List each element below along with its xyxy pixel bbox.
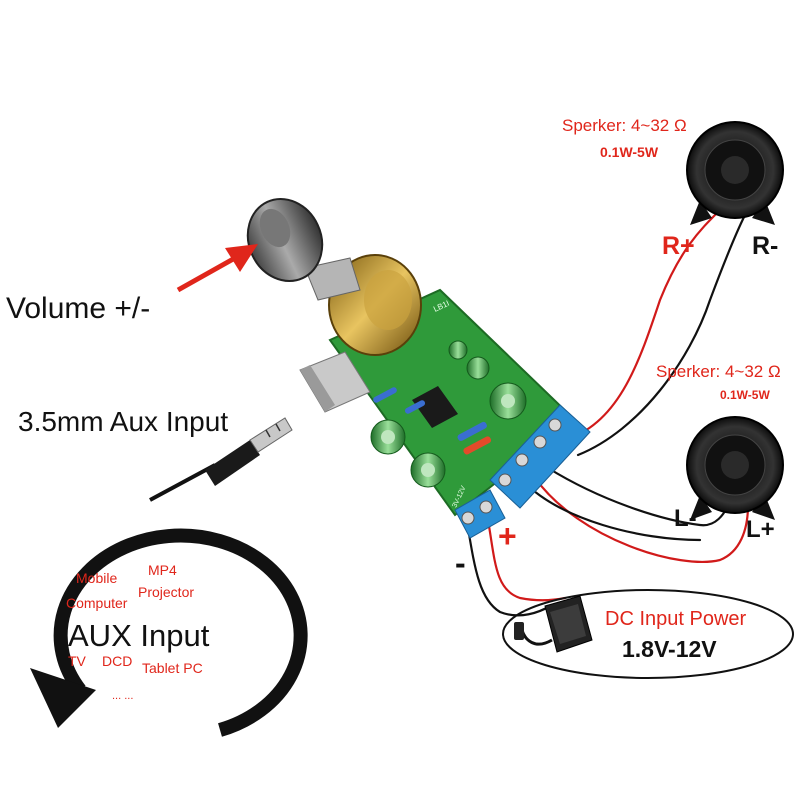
dc-adapter <box>502 589 794 679</box>
volume-label: Volume +/- <box>6 292 151 325</box>
resistor <box>457 421 487 441</box>
wire-left-minus <box>546 466 732 527</box>
aux-source-mp4: MP4 <box>148 562 177 578</box>
aux-cycle-arrow <box>30 528 308 737</box>
resistor <box>404 400 426 414</box>
terminal-screw <box>533 435 547 449</box>
speaker-left-power: 0.1W-5W <box>720 388 770 402</box>
aux-input-label: 3.5mm Aux Input <box>18 406 229 437</box>
wire-right-plus <box>568 210 720 440</box>
wires <box>466 210 750 617</box>
wire-left-extra <box>520 478 702 542</box>
volume-arrow <box>176 244 258 293</box>
aux-source-more: ... ... <box>112 690 134 702</box>
terminal-screw <box>515 453 529 467</box>
terminal-screw <box>461 511 475 525</box>
terminal-screw <box>548 418 562 432</box>
aux-source-tablet: Tablet PC <box>142 660 203 676</box>
l-minus-label: L- <box>674 505 697 532</box>
speaker-right-spec: Sperker: 4~32 Ω <box>562 116 687 135</box>
aux-sources-title: AUX Input <box>68 618 210 653</box>
wire-right-minus <box>576 213 747 457</box>
dc-power-range: 1.8V-12V <box>622 636 717 662</box>
wire-power-minus <box>466 526 552 617</box>
terminal-screw <box>479 500 493 514</box>
wire-left-plus <box>533 476 750 563</box>
terminal-screw <box>498 473 512 487</box>
aux-source-dcd: DCD <box>102 653 133 669</box>
resistor <box>373 387 397 403</box>
amplifier-board: LB1I 3V-12V <box>246 198 591 539</box>
power-plus-label: + <box>498 518 517 554</box>
aux-source-mobile: Mobile <box>76 570 118 586</box>
l-plus-label: L+ <box>746 516 775 543</box>
ic-chip <box>412 386 458 428</box>
r-plus-label: R+ <box>662 232 695 260</box>
speaker-right-power: 0.1W-5W <box>600 144 659 160</box>
potentiometer-shaft <box>304 257 361 301</box>
dc-power-title: DC Input Power <box>605 608 747 630</box>
dc-power-ellipse <box>502 589 794 679</box>
resistor <box>463 436 492 455</box>
capacitor <box>466 356 490 380</box>
capacitor <box>448 340 468 360</box>
r-minus-label: R- <box>752 232 779 260</box>
speaker-left <box>686 416 784 520</box>
aux-source-tv: TV <box>68 653 86 669</box>
aux-source-computer: Computer <box>66 595 128 611</box>
aux-source-projector: Projector <box>138 584 195 600</box>
power-terminal-block <box>454 489 506 539</box>
aux-cable <box>149 417 293 502</box>
speaker-terminal-block <box>489 404 591 509</box>
power-minus-label: - <box>455 545 466 581</box>
speaker-right <box>686 121 784 225</box>
speaker-left-spec: Sperker: 4~32 Ω <box>656 362 781 381</box>
